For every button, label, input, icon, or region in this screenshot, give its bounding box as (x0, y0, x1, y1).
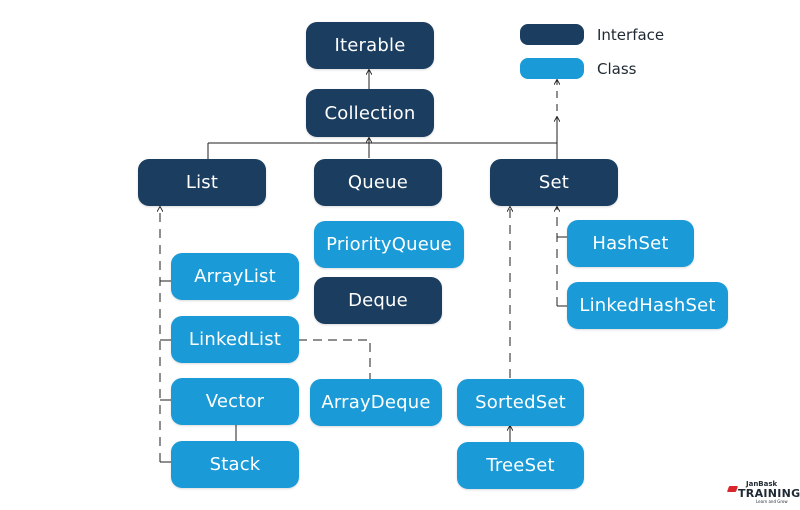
brand-logo: JanBask TRAINING Learn and Grow (726, 480, 800, 504)
legend-interface-label: Interface (597, 25, 665, 44)
node-queue: Queue (314, 159, 442, 206)
node-sorted-set: SortedSet (457, 379, 584, 426)
node-stack: Stack (171, 441, 299, 488)
brand-top-text: JanBask (746, 480, 778, 488)
node-iterable: Iterable (306, 22, 434, 69)
node-tree-set: TreeSet (457, 442, 584, 489)
brand-main-text: TRAINING (738, 487, 800, 500)
node-hash-set: HashSet (567, 220, 694, 267)
line-linkedlist-deque (298, 339, 371, 379)
legend-class: Class (520, 58, 636, 79)
node-deque: Deque (314, 277, 442, 324)
node-linked-list: LinkedList (171, 316, 299, 363)
legend-interface: Interface (520, 24, 664, 45)
legend-class-label: Class (597, 59, 637, 78)
node-list: List (138, 159, 266, 206)
legend-interface-swatch (520, 24, 584, 45)
node-collection: Collection (306, 89, 434, 137)
node-priority-queue: PriorityQueue (314, 221, 464, 268)
node-linked-hash-set: LinkedHashSet (567, 282, 728, 329)
legend-class-swatch (520, 58, 584, 79)
graduation-cap-icon (726, 486, 739, 492)
node-set: Set (490, 159, 618, 206)
node-array-deque: ArrayDeque (310, 379, 442, 426)
brand-tagline: Learn and Grow (756, 499, 788, 504)
node-array-list: ArrayList (171, 253, 299, 300)
node-vector: Vector (171, 378, 299, 425)
